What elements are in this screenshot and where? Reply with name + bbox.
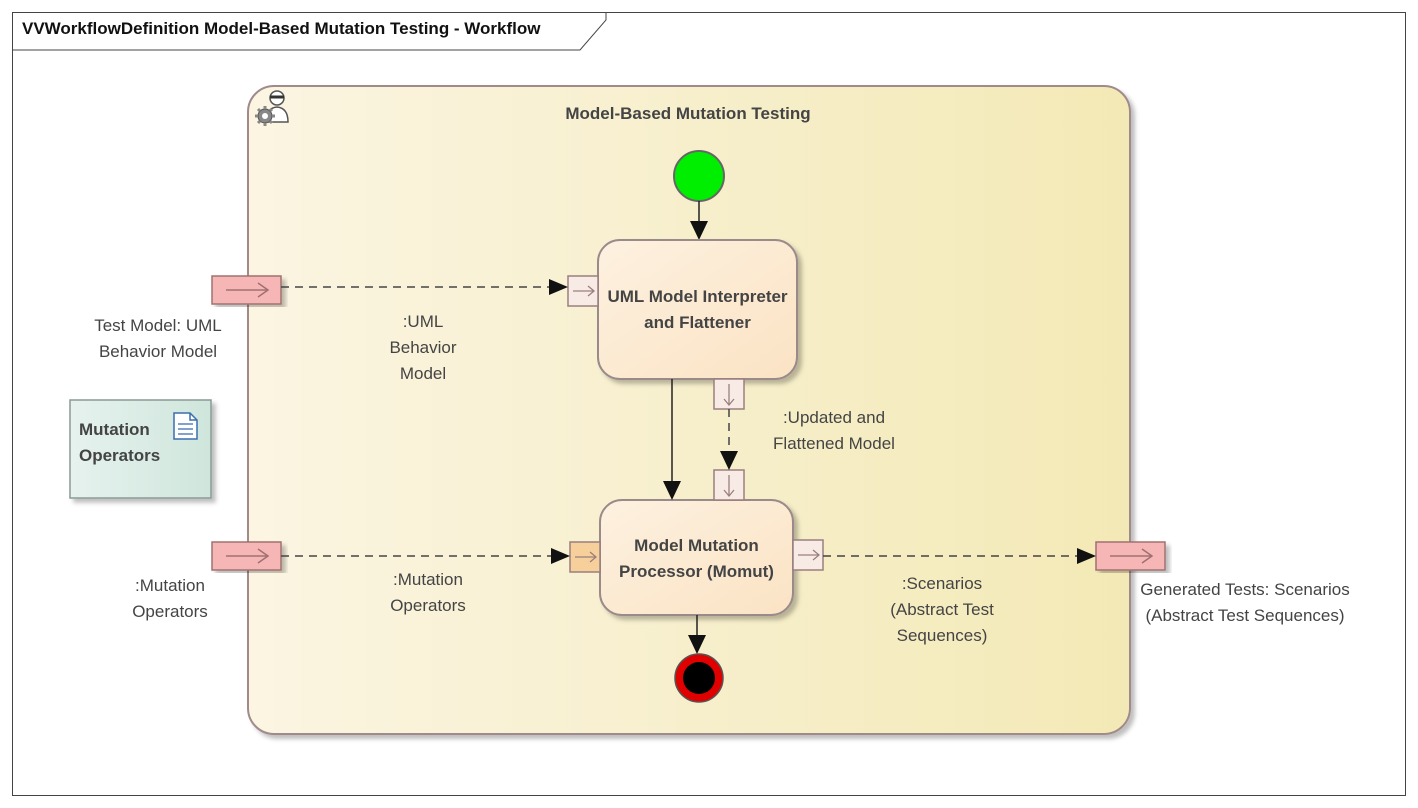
arrow-right-icon (575, 551, 598, 563)
action-uml-model-interpreter[interactable] (597, 239, 798, 380)
document-icon (173, 412, 198, 440)
initial-node[interactable] (673, 150, 725, 202)
parameter-label-mutation-operators: :Mutation Operators (132, 576, 208, 621)
parameter-label-test-model: Test Model: UML Behavior Model (94, 316, 222, 361)
action-uml-model-interpreter-label: UML Model Interpreter and Flattener (607, 286, 788, 332)
diagram-title-tag (12, 12, 607, 51)
action-model-mutation-processor-label: Model Mutation Processor (Momut) (619, 536, 774, 581)
activity-container[interactable] (247, 85, 1131, 735)
worker-gear-icon (255, 90, 289, 126)
arrowhead (663, 481, 681, 500)
arrow-right-icon (573, 285, 596, 297)
parameter-label-generated-tests: Generated Tests: Scenarios (Abstract Tes… (1140, 580, 1350, 625)
arrow-right-icon (1110, 548, 1154, 564)
arrowhead (549, 279, 568, 295)
diagram-title: VVWorkflowDefinition Model-Based Mutatio… (22, 19, 541, 38)
final-node-inner (683, 662, 715, 694)
arrowhead (688, 635, 706, 654)
pin-label-uml-behavior-model: :UML Behavior Model (389, 312, 457, 383)
arrowhead (720, 451, 738, 470)
arrowhead (551, 548, 570, 564)
arrowhead (690, 221, 708, 240)
arrow-right-icon (226, 282, 270, 298)
pin-label-scenarios: :Scenarios (Abstract Test Sequences) (890, 574, 994, 645)
arrow-down-icon (723, 384, 735, 407)
pin-label-updated-flattened-model: :Updated and Flattened Model (773, 408, 895, 453)
arrow-right-icon (798, 549, 821, 561)
artifact-label: Mutation Operators (79, 420, 161, 465)
diagram-frame (12, 12, 1406, 796)
pin-label-mutation-operators: :Mutation Operators (390, 570, 466, 615)
activity-name: Model-Based Mutation Testing (565, 104, 811, 123)
arrow-right-icon (226, 548, 270, 564)
arrow-down-icon (723, 475, 735, 498)
arrowhead (1077, 548, 1096, 564)
